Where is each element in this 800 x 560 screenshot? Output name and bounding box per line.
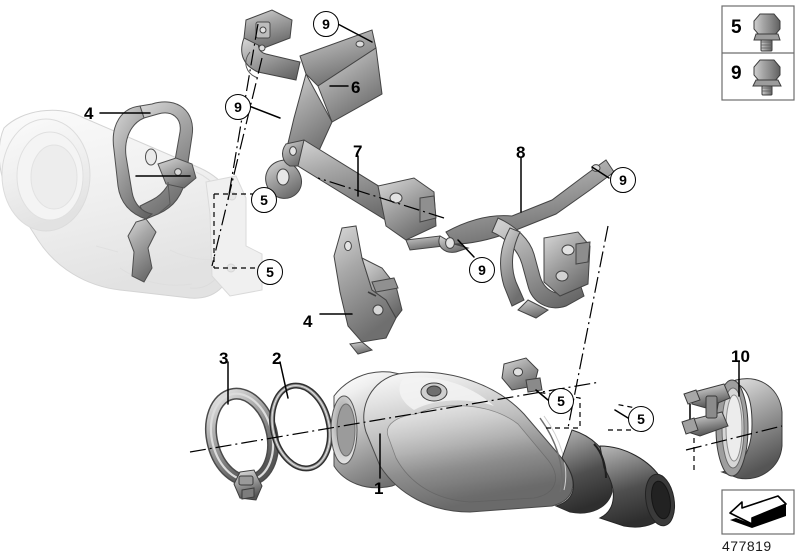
part-10-band-clamp: [681, 378, 783, 480]
part-label-10: 10: [731, 347, 750, 366]
part-label-8: 8: [516, 143, 526, 162]
hex-bolt-short-icon: [752, 59, 782, 96]
part-label-4-centre: 4: [303, 312, 313, 331]
part-3-v-band-clamp: [205, 387, 279, 501]
callout-9-left: 9: [225, 94, 251, 120]
part-label-3: 3: [219, 349, 229, 368]
ghosted-reference-assembly: [0, 109, 263, 299]
callout-9-top: 9: [313, 11, 339, 37]
arrow-direction-icon: [729, 495, 787, 528]
part-label-7: 7: [353, 142, 363, 161]
part-1-catalytic-converter: [330, 357, 676, 528]
callout-5-cat: 5: [548, 388, 574, 414]
part-4b-centre-bracket: [333, 225, 403, 355]
callout-5-lower: 5: [257, 259, 283, 285]
part-8-y-bracket: [438, 159, 615, 319]
diagram-part-number: 477819: [722, 538, 772, 554]
legend-number-5: 5: [731, 17, 742, 38]
legend-number-9: 9: [731, 63, 742, 84]
hex-bolt-long-icon: [753, 13, 781, 52]
part-label-2: 2: [272, 349, 282, 368]
part-label-4-upper: 4: [84, 104, 94, 123]
callout-9-mid: 9: [469, 257, 495, 283]
part-2-gasket-ring: [269, 382, 333, 472]
callout-9-right: 9: [610, 167, 636, 193]
part-label-1: 1: [374, 479, 384, 498]
callout-5-upper: 5: [251, 187, 277, 213]
part-4-upper-bracket: [112, 101, 197, 283]
part-7-support-strut: [282, 139, 463, 251]
part-label-6: 6: [351, 78, 361, 97]
callout-5-tail: 5: [628, 406, 654, 432]
